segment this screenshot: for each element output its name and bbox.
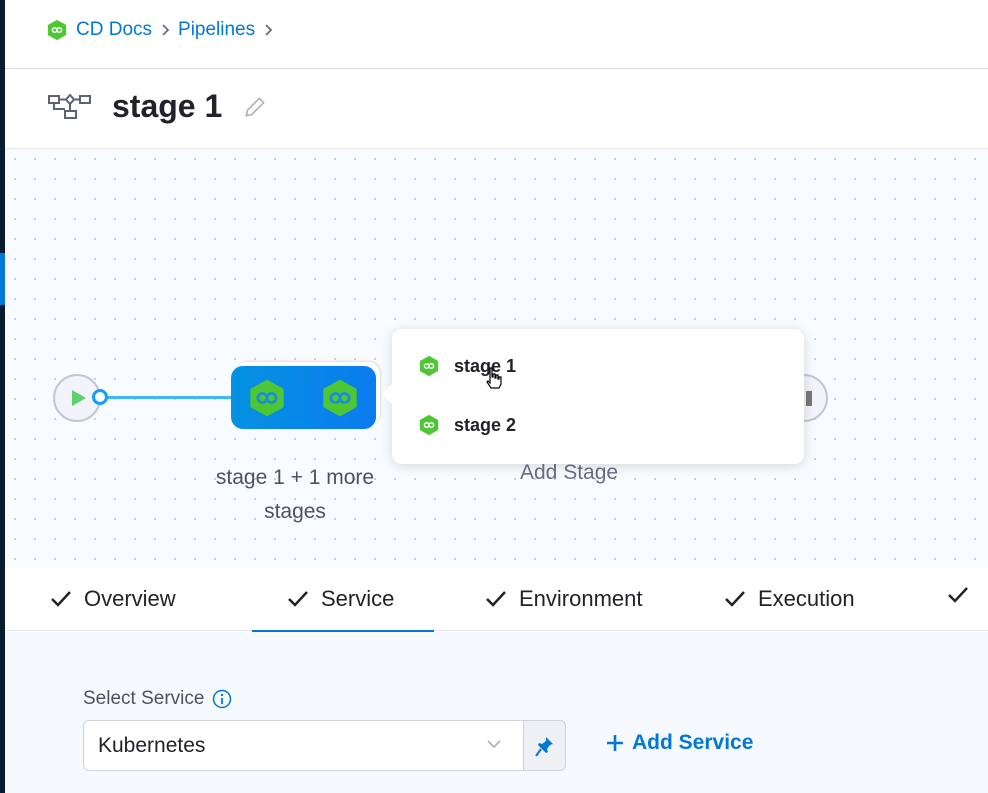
stage-group-popup: stage 1 stage 2	[382, 329, 804, 464]
info-icon[interactable]	[212, 689, 232, 709]
breadcrumb: CD Docs Pipelines	[46, 19, 273, 41]
add-service-button[interactable]: Add Service	[606, 731, 753, 755]
chevron-right-icon	[265, 24, 273, 36]
page-title: stage 1	[112, 88, 223, 124]
edit-pencil-icon[interactable]	[242, 94, 268, 120]
stage-group-node[interactable]	[231, 366, 376, 429]
tab-label: Service	[321, 586, 395, 611]
check-icon	[51, 591, 71, 607]
add-stage-label[interactable]: Add Stage	[520, 461, 619, 484]
deploy-stage-icon	[419, 355, 439, 377]
divider	[5, 68, 988, 69]
selected-value: Kubernetes	[98, 734, 206, 757]
add-service-label: Add Service	[632, 731, 754, 754]
service-select[interactable]: Kubernetes	[83, 720, 524, 771]
stage-group-label: stage 1 + 1 more stages	[215, 466, 375, 523]
breadcrumb-pipelines[interactable]: Pipelines	[178, 19, 256, 40]
tab-execution[interactable]: Execution	[724, 586, 855, 612]
check-icon	[486, 591, 506, 607]
pipeline-stage-icon	[48, 92, 91, 119]
stage-tabs: Overview Service Environment Execution	[5, 568, 988, 633]
popup-item-label: stage 1	[454, 355, 517, 376]
popup-item-stage-1[interactable]: stage 1	[418, 355, 516, 377]
pin-button[interactable]	[523, 720, 566, 771]
popup-item-label: stage 2	[454, 414, 517, 435]
deploy-stage-icon	[250, 379, 284, 416]
connector-port	[92, 389, 108, 405]
check-icon	[948, 587, 968, 603]
chevron-down-icon	[487, 740, 501, 749]
plus-icon	[607, 735, 623, 751]
cd-module-icon	[47, 19, 67, 41]
popup-item-stage-2[interactable]: stage 2	[418, 414, 516, 436]
deploy-stage-icon	[419, 414, 439, 436]
check-icon	[288, 591, 308, 607]
tab-label: Environment	[519, 586, 643, 611]
tab-next-partial[interactable]	[947, 586, 969, 604]
check-icon	[725, 591, 745, 607]
tab-service[interactable]: Service	[251, 586, 435, 633]
breadcrumb-cd-docs[interactable]: CD Docs	[76, 19, 153, 40]
select-service-label: Select Service	[83, 688, 232, 710]
pin-icon	[534, 736, 553, 757]
tab-label: Execution	[758, 586, 855, 611]
label-text: Select Service	[83, 688, 205, 709]
left-nav-bar	[0, 0, 5, 793]
deploy-stage-icon	[323, 379, 357, 416]
chevron-right-icon	[162, 24, 170, 36]
connector-line	[107, 396, 232, 399]
tab-label: Overview	[84, 586, 176, 611]
tab-overview[interactable]: Overview	[50, 586, 176, 612]
nav-active-indicator	[0, 253, 5, 305]
play-icon	[72, 390, 86, 406]
page-header: stage 1	[48, 88, 268, 125]
tab-environment[interactable]: Environment	[485, 586, 643, 612]
